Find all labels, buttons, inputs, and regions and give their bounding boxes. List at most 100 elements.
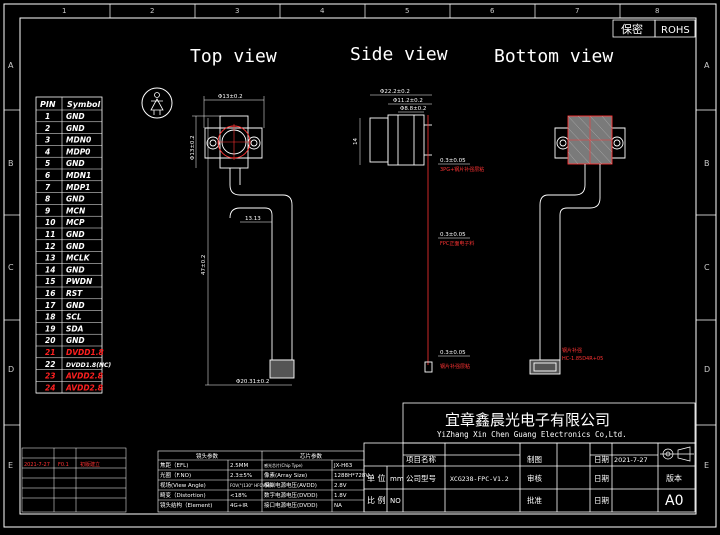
- top-number: 1: [62, 7, 66, 15]
- revision-date: 2021-7-27: [24, 462, 50, 468]
- pin-number: 12: [45, 242, 55, 251]
- spec-cell: <18%: [230, 493, 247, 499]
- spec-cell: 光圈（F.NO): [160, 471, 191, 479]
- pin-symbol: AVDD2.8: [65, 372, 103, 381]
- top-number: 5: [405, 7, 409, 15]
- projection-symbol-icon: [660, 446, 694, 462]
- side-leaders: [438, 163, 470, 357]
- date-label-1: 日期: [594, 455, 609, 464]
- draw-label: 制图: [527, 454, 542, 464]
- spec-cell: 畸变（Distortion): [160, 491, 206, 499]
- pin-symbol: MDP1: [66, 183, 90, 192]
- pin-symbol: GND: [66, 124, 85, 133]
- spec-cell: 焦距（EFL): [160, 461, 188, 469]
- right-letter: C: [704, 263, 710, 272]
- pin-header: PIN: [40, 100, 56, 109]
- revision-table: [21, 447, 127, 513]
- spec-cell: 4G+IR: [230, 503, 248, 509]
- pin-symbol: GND: [66, 159, 85, 168]
- dim-side-total: Φ22.2±0.2: [380, 89, 410, 95]
- right-letter: B: [704, 159, 710, 168]
- left-letter: B: [8, 159, 14, 168]
- spec-cell: NA: [334, 503, 342, 509]
- right-letter: A: [704, 61, 710, 70]
- dim-thickness-1: 0.3±0.05: [440, 158, 466, 164]
- left-letters: A B C D E: [8, 61, 14, 470]
- outer-frame: [3, 3, 717, 528]
- rohs-box: [654, 19, 696, 38]
- pin-symbol: MDP0: [66, 147, 90, 156]
- spec-rows: 焦距（EFL) 2.5MM 感光芯片(Chip Type) JX-H63 光圈（F.NO…: [160, 461, 369, 509]
- dim-top-height: Φ13±0.2: [190, 135, 196, 160]
- pin-symbol: GND: [66, 336, 85, 345]
- company-name-en: YiZhang Xin Chen Guang Electronics Co,Lt…: [437, 430, 627, 439]
- pin-symbol: RST: [66, 289, 83, 298]
- pin-symbol: SCL: [66, 313, 82, 322]
- date-label-3: 日期: [594, 496, 609, 505]
- model-value: XCG238-FPC-V1.2: [450, 475, 509, 483]
- dim-thickness-3: 0.3±0.05: [440, 350, 466, 356]
- right-letter: E: [704, 461, 709, 470]
- pin-symbol: DVDD1.8: [66, 348, 104, 357]
- pin-number: 8: [45, 195, 50, 204]
- top-view-drawing: [192, 96, 295, 386]
- dim-fpc-length: 47±0.2: [201, 255, 207, 275]
- left-letter: C: [8, 263, 14, 272]
- symbol-header: Symbol: [67, 100, 101, 109]
- spec-cell: JX-H63: [333, 463, 353, 469]
- side-note-2: FPC正面电子料: [440, 240, 474, 247]
- unit-value: mm: [390, 475, 404, 483]
- pin-number: 21: [45, 348, 55, 357]
- pin-number: 3: [45, 136, 50, 145]
- unit-label: 单 位: [367, 473, 386, 483]
- pin-number: 19: [45, 324, 55, 333]
- spec-cell: 像素(Array Size): [264, 471, 307, 479]
- spec-cell: 1288H*728V: [334, 473, 369, 479]
- pin-number: 24: [45, 383, 55, 392]
- dim-side-height: 14: [353, 138, 359, 145]
- scale-label: 比 例: [367, 495, 386, 505]
- pin-symbol: SDA: [66, 324, 84, 333]
- spec-cell: 视场(View Angle): [160, 481, 206, 489]
- pin-symbol: GND: [66, 195, 85, 204]
- bottom-note-2: HC-1.85D4R+05: [562, 356, 603, 362]
- top-number: 6: [490, 7, 495, 15]
- model-label: 公司型号: [406, 474, 436, 483]
- spec-cell: 2.5MM: [230, 463, 248, 469]
- pin-symbol: MDN0: [66, 136, 91, 145]
- pin-number: 20: [45, 336, 55, 345]
- side-view-title: Side view: [350, 44, 448, 65]
- left-letter: D: [8, 365, 14, 374]
- side-note-1: 3PG+钢片补强层粘: [440, 166, 484, 173]
- left-letter: E: [8, 461, 13, 470]
- pin-number: 7: [45, 183, 51, 192]
- spec-cell: 2.3±5%: [230, 473, 252, 479]
- rohs-label: ROHS: [661, 25, 690, 36]
- side-view-drawing: [359, 94, 433, 373]
- pin-symbol: GND: [66, 230, 85, 239]
- approve-label: 批准: [527, 495, 542, 505]
- bottom-view-drawing: [529, 115, 626, 375]
- pin-symbol: PWDN: [66, 277, 93, 286]
- pin-number: 1: [45, 112, 50, 121]
- dim-connector-width: Φ20.31±0.2: [236, 379, 269, 385]
- pin-number: 9: [45, 206, 50, 215]
- spec-cell: 镜头结构（Element): [160, 501, 212, 509]
- bottom-note-1: 钢片补强: [562, 347, 582, 354]
- pin-symbol: GND: [66, 301, 85, 310]
- spec-cell: 感光芯片(Chip Type): [264, 462, 303, 468]
- pin-number: 18: [45, 313, 55, 322]
- pin-number: 22: [45, 360, 55, 369]
- pin-number: 16: [45, 289, 55, 298]
- pin-number: 23: [45, 372, 55, 381]
- pin-symbol: AVDD2.8: [65, 383, 103, 392]
- spec-cell: 1.8V: [334, 493, 347, 499]
- date-value-1: 2021-7-27: [614, 456, 648, 464]
- right-letters: A B C D E: [704, 61, 710, 470]
- pin-number: 4: [45, 147, 50, 156]
- pin-number: 6: [45, 171, 50, 180]
- pin-symbol: MCLK: [66, 254, 91, 263]
